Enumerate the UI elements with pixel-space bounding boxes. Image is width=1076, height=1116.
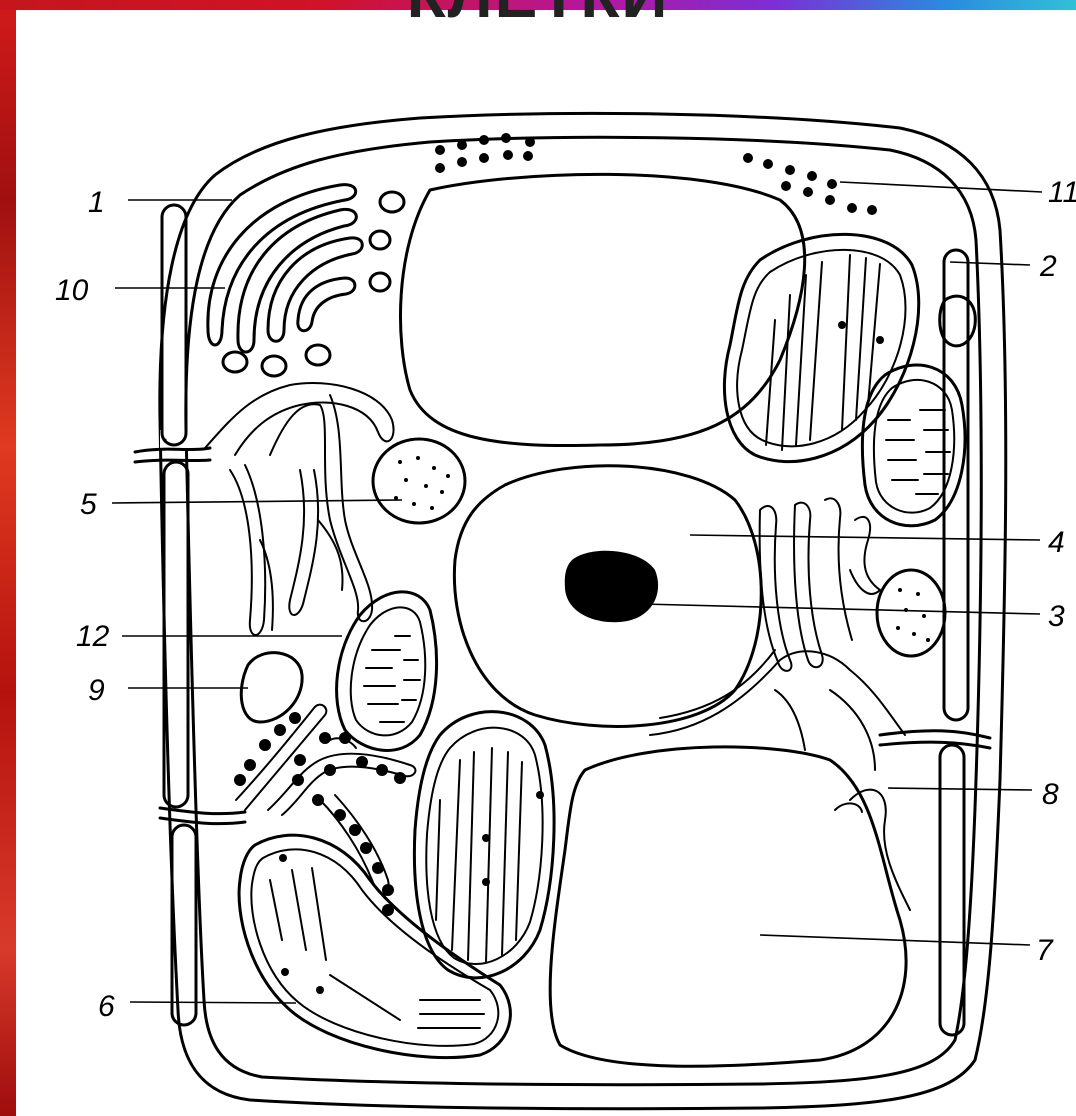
vesicle <box>370 231 390 249</box>
nucleolus <box>565 551 658 622</box>
vesicle <box>380 192 404 212</box>
label-8: 8 <box>1042 778 1059 811</box>
chloroplast <box>724 234 918 461</box>
golgi-apparatus <box>208 185 362 352</box>
label-11: 11 <box>1048 176 1076 209</box>
label-9: 9 <box>88 674 105 707</box>
endoplasmic-reticulum <box>650 498 910 910</box>
vesicle <box>306 345 330 365</box>
chloroplast <box>414 712 554 978</box>
label-7: 7 <box>1036 934 1054 967</box>
plasmodesma <box>880 742 990 748</box>
label-2: 2 <box>1039 250 1057 283</box>
spherosome-dots <box>394 456 930 642</box>
label-3: 3 <box>1048 600 1065 633</box>
small-vacuole <box>241 653 302 722</box>
label-10: 10 <box>55 274 89 307</box>
plasmodesma <box>135 448 210 452</box>
vesicle <box>223 352 247 372</box>
mitochondrion <box>862 365 965 526</box>
wall-segment <box>172 825 196 1025</box>
label-12: 12 <box>76 620 110 653</box>
vesicle <box>262 356 286 376</box>
endoplasmic-reticulum <box>205 383 394 635</box>
vacuole-upper <box>400 174 804 445</box>
plasmodesma <box>160 808 245 814</box>
spherosome <box>877 570 945 656</box>
label-6: 6 <box>98 990 115 1023</box>
vesicle <box>370 273 390 291</box>
mitochondrion <box>337 592 437 751</box>
label-1: 1 <box>88 186 105 219</box>
label-5: 5 <box>80 488 97 521</box>
spherosome <box>373 439 465 523</box>
plasmodesma <box>880 731 990 738</box>
vacuole-lower <box>550 747 906 1066</box>
plasmodesma <box>160 818 245 824</box>
label-4: 4 <box>1048 526 1065 559</box>
wall-segment <box>162 205 186 445</box>
